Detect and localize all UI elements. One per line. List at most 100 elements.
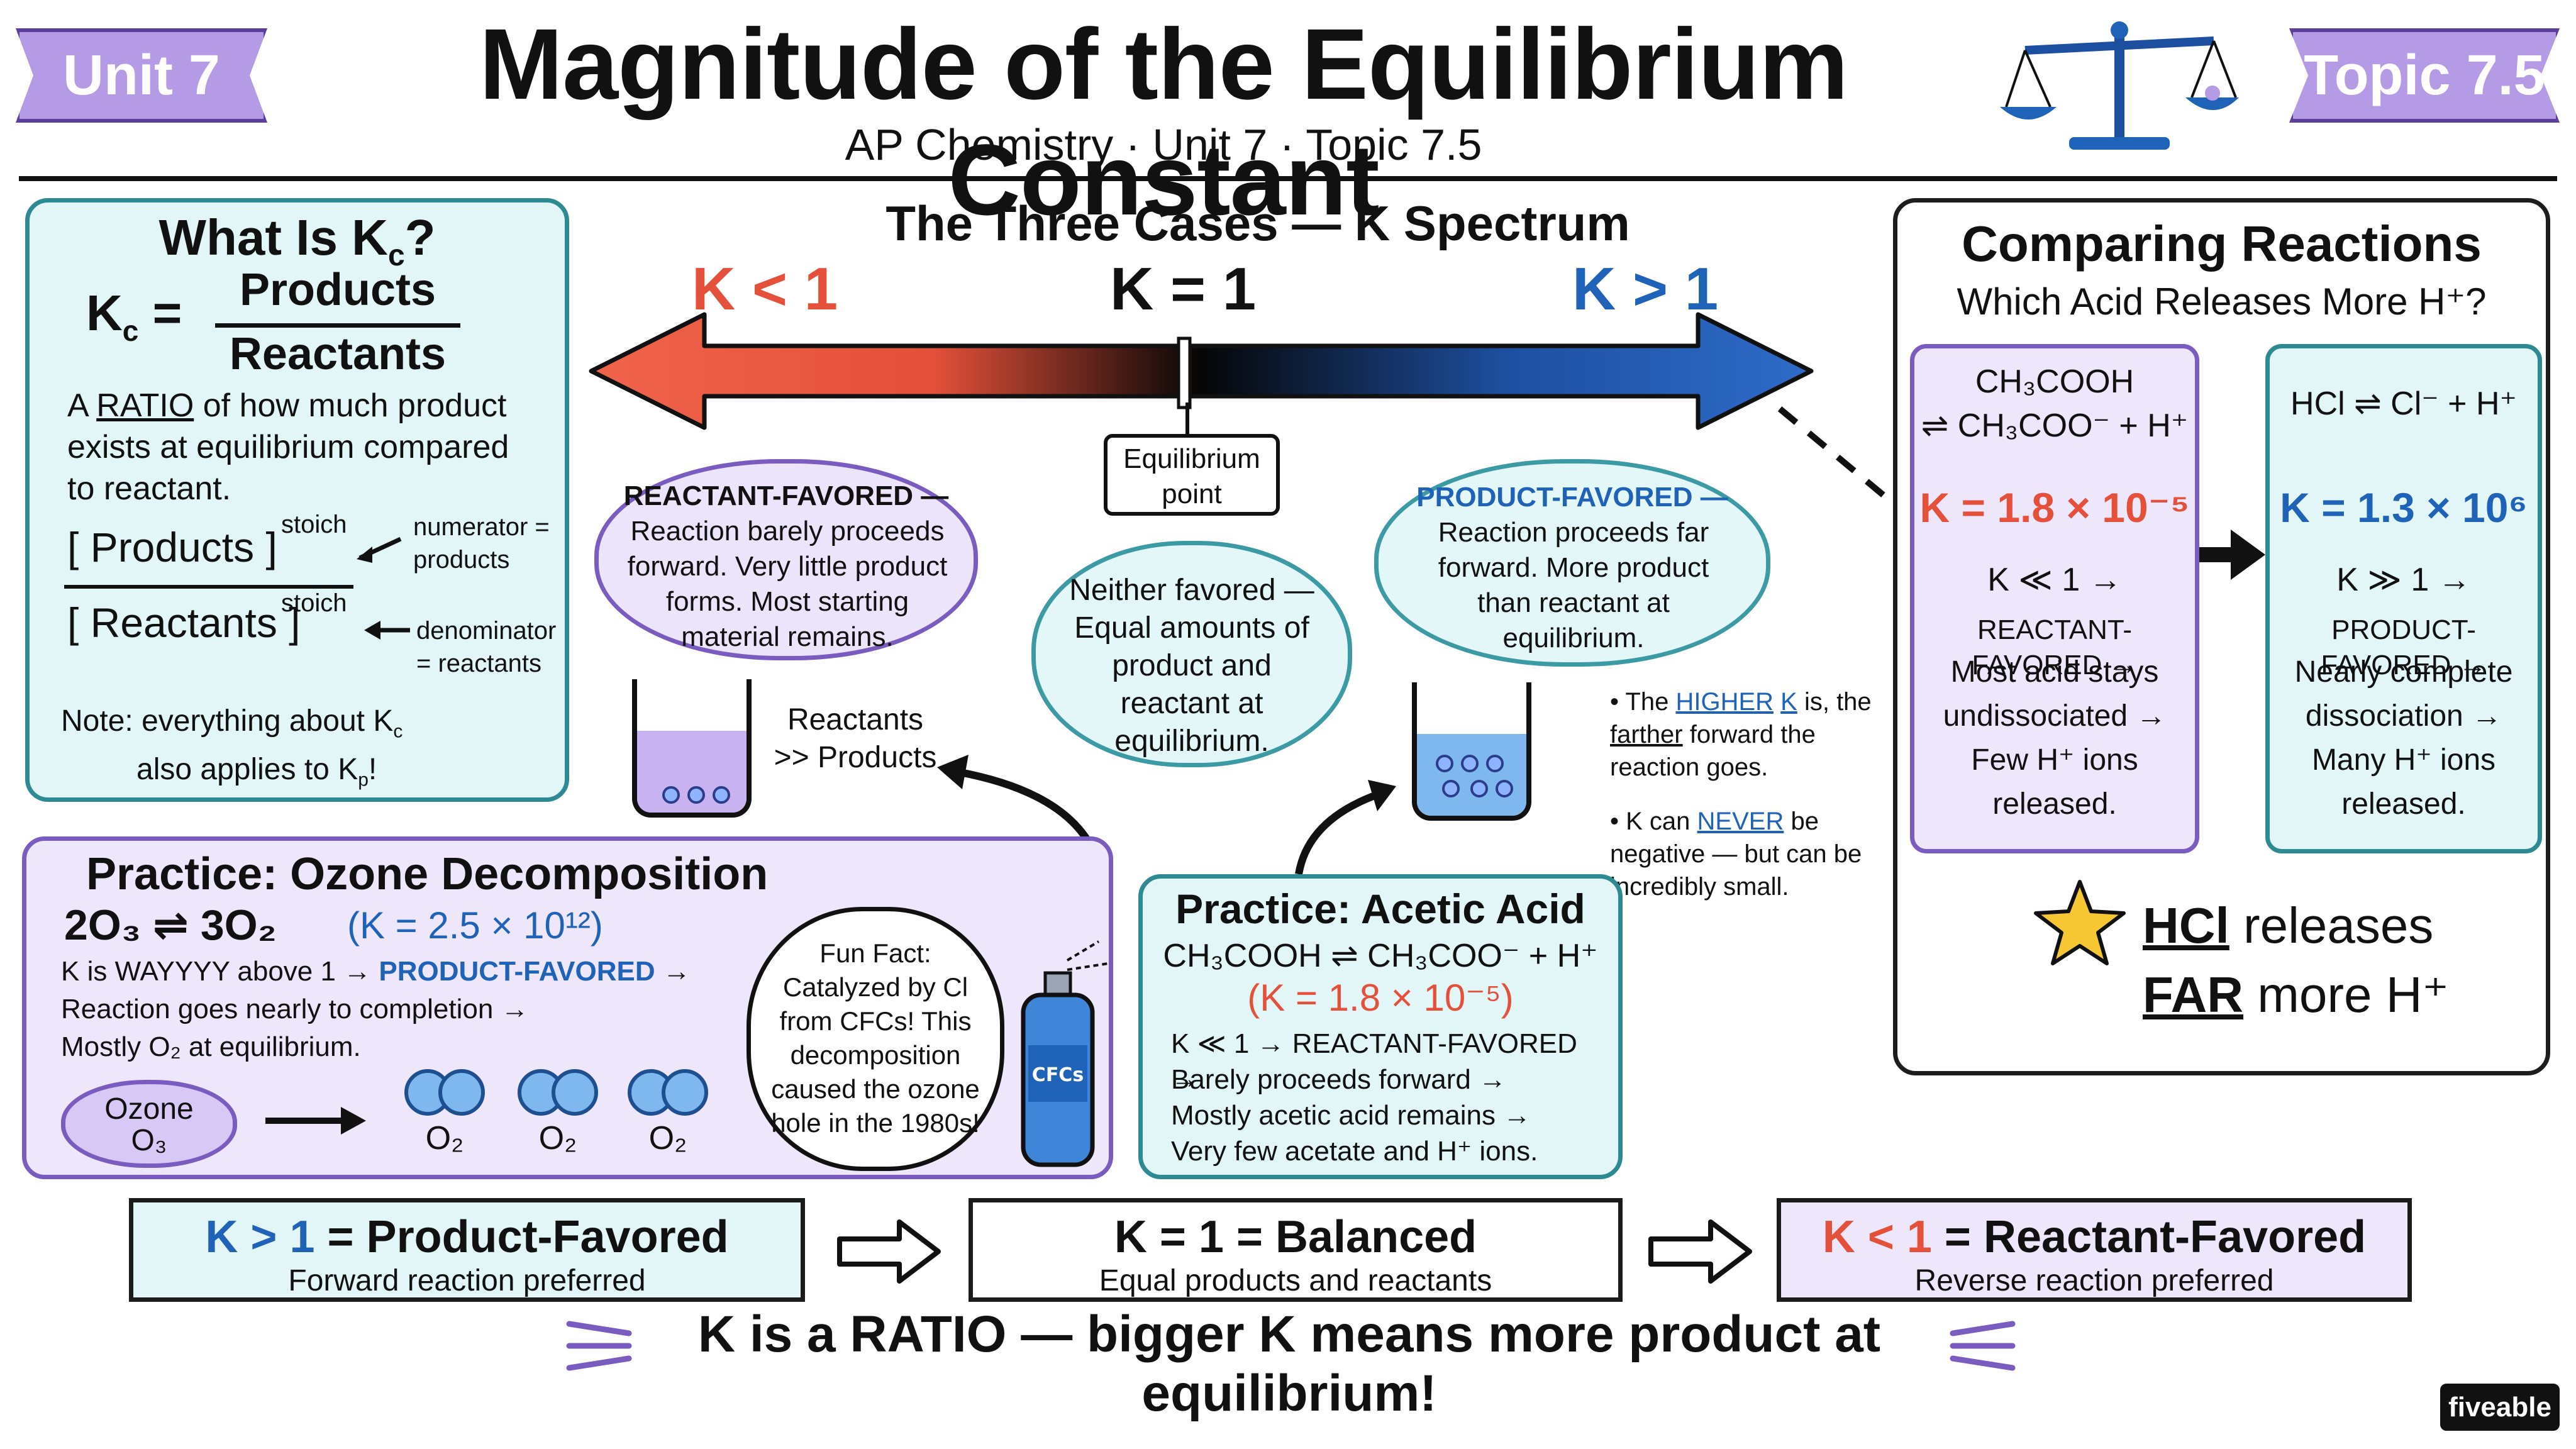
bracket-fraction-bar [64,585,353,589]
arrow-left-icon [364,621,410,640]
dashed-connector [1777,406,1896,506]
o2-label: O₂ [648,1120,687,1157]
fun-fact-text: Fun Fact: Catalyzed by Cl from CFCs! Thi… [771,938,980,1138]
neither-favored-cloud: Neither favored — Equal amounts of produ… [1031,541,1352,767]
balance-scale-icon [2000,21,2239,150]
fun-fact-cloud: Fun Fact: Catalyzed by Cl from CFCs! Thi… [747,907,1004,1171]
neither-favored-text: Neither favored — Equal amounts of produ… [1069,574,1314,758]
numerator-note: numerator = products [413,513,550,574]
equilibrium-point-label: Equilibrium point [1104,434,1280,516]
k-less-label: K < 1 [692,255,838,323]
ozone-practice-panel: Practice: Ozone Decomposition 2O₃ ⇌ 3O₂ … [22,836,1113,1179]
kc-numerator: Products [239,265,436,315]
page-subtitle: AP Chemistry · Unit 7 · Topic 7.5 [845,120,1482,169]
acetic-line: Most acid stays [1950,655,2159,689]
acetic-line: K ≪ 1 → REACTANT-FAVORED → [1171,1028,1577,1094]
hcl-line: Many H⁺ ions [2311,743,2496,777]
acetic-line: Barely proceeds forward → [1171,1064,1507,1095]
hcl-line: Nearly complete [2294,655,2513,689]
arrow-outline-icon [1648,1219,1752,1284]
k-greater-label: K > 1 [1572,255,1719,323]
tagline: K is a RATIO — bigger K means more produ… [697,1306,1881,1422]
kp-note: Note: everything about Kc also applies t… [61,704,403,791]
hcl-k-relation: K ≫ 1 → [2336,562,2471,598]
acetic-acid-card: CH₃COOH ⇌ CH₃COO⁻ + H⁺ K = 1.8 × 10⁻⁵ K … [1910,344,2199,853]
acetic-k-value: K = 1.8 × 10⁻⁵ [1919,484,2190,531]
never-negative-bullet: • K can NEVER be negative — but can be i… [1610,808,1862,901]
eq-point-tick [1185,402,1189,434]
hcl-line: released. [2341,787,2466,821]
arrow-outline-icon [837,1219,941,1284]
ozone-line3: Mostly O₂ at equilibrium. [61,1031,361,1062]
acetic-line: released. [1992,787,2117,821]
o2-molecule-icon [404,1069,485,1116]
star-icon [2034,880,2126,965]
acetic-k-relation: K ≪ 1 → [1987,562,2122,598]
summary-1-sub: Forward reaction preferred [288,1264,646,1297]
summary-3-heading: K < 1 = Reactant-Favored [1822,1212,2367,1262]
acetic-line: Very few acetate and H⁺ ions. [1171,1136,1538,1167]
ozone-k-value: (K = 2.5 × 10¹²) [347,904,603,947]
kc-symbol: Kc = [86,285,182,347]
sparkle-lines-icon [1950,1321,2016,1371]
hcl-eq: HCl ⇌ Cl⁻ + H⁺ [2290,386,2517,422]
ozone-cloud: Ozone O₃ [61,1080,237,1168]
topic-badge: Topic 7.5 [2289,28,2560,123]
ozone-label: Ozone [104,1092,194,1126]
acetic-eq-line1: CH₃COOH [1975,364,2135,400]
what-is-kc-title: What Is Kc? [158,209,436,272]
acetic-line: Few H⁺ ions [1971,743,2138,777]
hcl-card: HCl ⇌ Cl⁻ + H⁺ K = 1.3 × 10⁶ K ≫ 1 → PRO… [2265,344,2542,853]
ozone-equation: 2O₃ ⇌ 3O₂ [64,901,277,949]
kc-description: A RATIO of how much product exists at eq… [67,387,509,507]
fiveable-logo: fiveable [2440,1384,2560,1431]
k-spectrum-arrow [589,312,1814,430]
acetic-line: undissociated → [1943,699,2167,733]
arrow-right-icon [265,1107,366,1135]
summary-3-sub: Reverse reaction preferred [1914,1264,2274,1297]
cfc-spray-can-icon: CFCs [1021,940,1109,1167]
ozone-line1: K is WAYYYY above 1 → PRODUCT-FAVORED → [61,956,691,987]
reactant-favored-summary: K < 1 = Reactant-Favored Reverse reactio… [1777,1198,2412,1302]
header-divider [19,176,2557,181]
reactants-gg-products: Reactants >> Products [774,703,937,774]
ozone-title: Practice: Ozone Decomposition [86,849,769,899]
hcl-line: dissociation → [2305,699,2502,733]
reactant-beaker-icon [632,679,752,818]
product-favored-summary: K > 1 = Product-Favored Forward reaction… [129,1198,805,1302]
balanced-summary: K = 1 = Balanced Equal products and reac… [969,1198,1623,1302]
acetic-k-value: (K = 1.8 × 10⁻⁵) [1247,977,1514,1019]
hcl-line: PRODUCT-FAVORED → [2321,614,2487,680]
kc-denominator: Reactants [229,329,447,379]
o2-molecule-icon [518,1069,598,1116]
product-beaker-icon [1412,682,1531,821]
what-is-kc-panel: What Is Kc? Kc = Products Reactants A RA… [25,198,569,802]
higher-k-bullet: • The HIGHER K is, the farther forward t… [1610,688,1872,781]
comparing-subtitle: Which Acid Releases More H⁺? [1957,280,2487,323]
o2-label: O₂ [538,1120,577,1157]
arrow-left-icon [357,536,402,563]
curved-arrow-icon [1295,780,1396,875]
comparing-title: Comparing Reactions [1962,216,2482,272]
fraction-bar [215,323,460,328]
stoich-exponent-top: stoich [281,511,347,538]
summary-1-heading: K > 1 = Product-Favored [205,1212,729,1262]
hcl-conclusion: HCl releases FAR more H⁺ [2143,897,2449,1023]
ozone-line2: Reaction goes nearly to completion → [61,994,529,1024]
reactant-favored-text: Reaction barely proceeds forward. Very l… [627,516,948,652]
reactants-bracket: [ Reactants ] [67,599,301,646]
products-bracket: [ Products ] [67,524,277,570]
o2-molecule-icon [628,1069,708,1116]
k-equal-label: K = 1 [1110,255,1257,323]
arrow-right-icon [2199,530,2265,580]
summary-2-heading: K = 1 = Balanced [1114,1212,1477,1262]
sparkle-lines-icon [566,1321,632,1371]
acetic-practice-panel: Practice: Acetic Acid CH₃COOH ⇌ CH₃COO⁻ … [1138,874,1623,1179]
hcl-k-value: K = 1.3 × 10⁶ [2280,484,2528,531]
acetic-equation: CH₃COOH ⇌ CH₃COO⁻ + H⁺ [1163,938,1598,974]
reactant-favored-title: REACTANT-FAVORED — [623,480,949,511]
comparing-reactions-panel: Comparing Reactions Which Acid Releases … [1893,198,2550,1075]
spectrum-title: The Three Cases — K Spectrum [886,196,1630,251]
o2-label: O₂ [425,1120,464,1157]
stoich-exponent-bottom: stoich [281,589,347,617]
